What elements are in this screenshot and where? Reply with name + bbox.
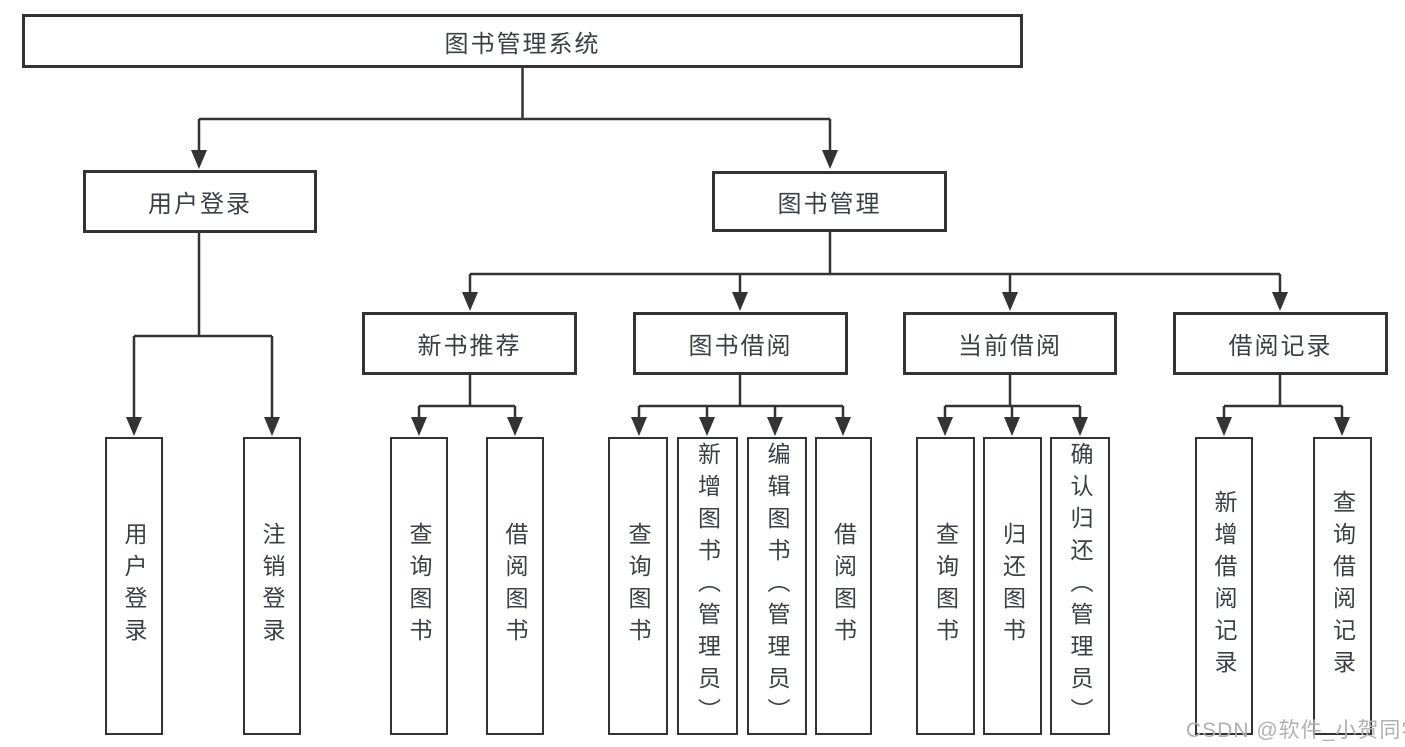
arrowhead-icon [1334, 417, 1350, 436]
leaf-add-borrow-record: 新增借阅记录 [1195, 437, 1253, 735]
node-new-book-recommend: 新书推荐 [362, 312, 577, 375]
arrowhead-icon [1004, 417, 1020, 436]
arrowhead-icon [1002, 292, 1018, 311]
leaf-borrow-book: 借阅图书 [815, 437, 872, 735]
leaf-current-query-book: 查询图书 [916, 437, 975, 735]
leaf-recommend-borrow-book: 借阅图书 [486, 437, 544, 735]
leaf-edit-book-admin: 编辑图书（管理员） [747, 437, 807, 735]
arrowhead-icon [1272, 292, 1288, 311]
leaf-borrow-query-book: 查询图书 [608, 437, 668, 735]
arrowhead-icon [507, 417, 523, 436]
arrowhead-icon [822, 150, 838, 169]
arrowhead-icon [264, 417, 280, 436]
arrowhead-icon [732, 292, 748, 311]
node-borrow-record: 借阅记录 [1173, 312, 1388, 375]
leaf-add-book-admin: 新增图书（管理员） [677, 437, 738, 735]
node-root: 图书管理系统 [22, 14, 1023, 68]
leaf-logout: 注销登录 [243, 437, 301, 735]
node-user-login: 用户登录 [83, 170, 317, 233]
arrowhead-icon [631, 417, 647, 436]
arrowhead-icon [767, 417, 783, 436]
csdn-watermark: CSDN @软件_小贺同学 [1186, 719, 1405, 742]
leaf-confirm-return-admin: 确认归还（管理员） [1050, 437, 1110, 735]
leaf-recommend-query-book: 查询图书 [390, 437, 448, 735]
arrowhead-icon [191, 150, 207, 169]
arrowhead-icon [126, 417, 142, 436]
node-book-borrow: 图书借阅 [633, 312, 848, 375]
arrowhead-icon [835, 417, 851, 436]
arrowhead-icon [1072, 417, 1088, 436]
node-current-borrow: 当前借阅 [903, 312, 1117, 375]
arrowhead-icon [411, 417, 427, 436]
arrowhead-icon [937, 417, 953, 436]
leaf-return-book: 归还图书 [983, 437, 1042, 735]
arrowhead-icon [1216, 417, 1232, 436]
arrowhead-icon [699, 417, 715, 436]
node-book-management: 图书管理 [712, 171, 947, 232]
leaf-query-borrow-record: 查询借阅记录 [1313, 437, 1372, 735]
arrowhead-icon [462, 292, 478, 311]
leaf-user-login: 用户登录 [105, 437, 163, 735]
